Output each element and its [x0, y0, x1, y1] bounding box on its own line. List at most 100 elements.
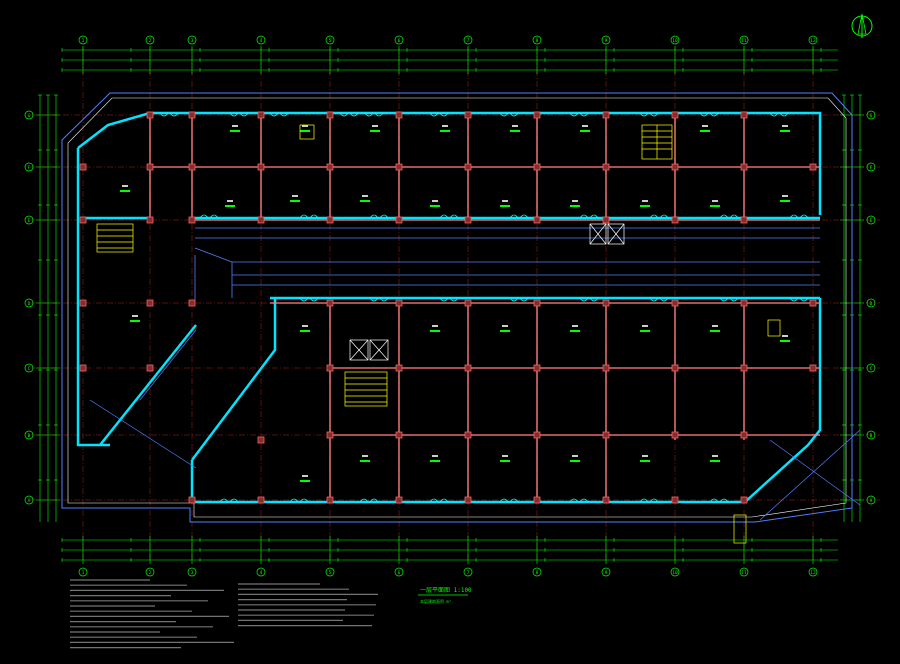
svg-text:12: 12 — [810, 570, 816, 576]
axis-bubble-row: A — [24, 495, 34, 505]
dimension-left — [36, 94, 60, 522]
axis-bubble-col: 5 — [325, 567, 335, 577]
corridor-lines — [194, 227, 820, 300]
axis-bubble-col: 3 — [187, 35, 197, 45]
elevator-1 — [349, 339, 389, 361]
svg-text:5: 5 — [329, 38, 332, 44]
svg-text:D: D — [28, 301, 31, 307]
svg-text:1: 1 — [82, 570, 85, 576]
svg-text:8: 8 — [536, 570, 539, 576]
title-subtitle: 本层建筑面积 m² — [420, 598, 451, 604]
svg-text:4: 4 — [260, 38, 263, 44]
svg-text:6: 6 — [398, 38, 401, 44]
svg-text:B: B — [28, 433, 31, 439]
svg-text:B: B — [870, 433, 873, 439]
design-notes — [70, 579, 378, 649]
dimension-top — [61, 46, 838, 74]
axis-bubble-row: B — [24, 430, 34, 440]
axis-bubble-row: D — [866, 298, 876, 308]
svg-text:C: C — [28, 366, 31, 372]
svg-text:7: 7 — [467, 38, 470, 44]
axis-bubble-col: 2 — [145, 567, 155, 577]
axis-bubble-col: 9 — [601, 567, 611, 577]
svg-text:7: 7 — [467, 570, 470, 576]
axis-bubble-col: 8 — [532, 567, 542, 577]
axis-bubble-col: 11 — [739, 35, 749, 45]
svg-text:4: 4 — [260, 570, 263, 576]
svg-text:2: 2 — [149, 570, 152, 576]
svg-text:D: D — [870, 301, 873, 307]
svg-text:12: 12 — [810, 38, 816, 44]
svg-text:3: 3 — [191, 38, 194, 44]
svg-text:6: 6 — [398, 570, 401, 576]
axis-bubble-col: 3 — [187, 567, 197, 577]
svg-text:9: 9 — [605, 38, 608, 44]
svg-text:10: 10 — [672, 570, 678, 576]
beam-lines — [149, 113, 820, 502]
north-arrow-icon — [851, 13, 873, 38]
stair-small — [299, 124, 781, 544]
axis-bubble-col: 8 — [532, 35, 542, 45]
svg-text:5: 5 — [329, 570, 332, 576]
axis-bubble-col: 1 — [78, 35, 88, 45]
svg-text:1: 1 — [82, 38, 85, 44]
svg-text:11: 11 — [741, 570, 747, 576]
axis-bubble-row: D — [24, 298, 34, 308]
axis-bubble-col: 2 — [145, 35, 155, 45]
axis-bubble-col: 12 — [808, 567, 818, 577]
svg-text:G: G — [28, 113, 31, 119]
svg-text:A: A — [870, 498, 873, 504]
svg-text:G: G — [870, 113, 873, 119]
axis-bubble-row: F — [24, 162, 34, 172]
axis-bubble-col: 7 — [463, 567, 473, 577]
stairwell-3 — [344, 371, 388, 407]
svg-text:E: E — [870, 218, 873, 224]
svg-text:3: 3 — [191, 570, 194, 576]
elevator-2 — [589, 223, 625, 245]
axis-bubble-col: 1 — [78, 567, 88, 577]
title-text: 一层平面图 1:100 — [420, 587, 472, 594]
svg-text:F: F — [28, 165, 31, 171]
axis-bubble-row: C — [24, 363, 34, 373]
axis-bubble-col: 11 — [739, 567, 749, 577]
axis-bubble-row: C — [866, 363, 876, 373]
room-tags — [120, 125, 790, 482]
axis-bubble-col: 7 — [463, 35, 473, 45]
axis-bubble-col: 12 — [808, 35, 818, 45]
axis-bubble-col: 5 — [325, 35, 335, 45]
building-outline — [61, 92, 853, 523]
svg-text:F: F — [870, 165, 873, 171]
axis-bubble-col: 9 — [601, 35, 611, 45]
svg-text:E: E — [28, 218, 31, 224]
axis-bubble-col: 6 — [394, 35, 404, 45]
axis-bubble-row: E — [866, 215, 876, 225]
axis-bubble-row: F — [866, 162, 876, 172]
axis-bubble-col: 10 — [670, 35, 680, 45]
door-swings — [159, 112, 809, 503]
svg-text:10: 10 — [672, 38, 678, 44]
svg-text:9: 9 — [605, 570, 608, 576]
exterior-walls — [76, 111, 822, 504]
drawing-title: 一层平面图 1:100 本层建筑面积 m² — [418, 587, 472, 604]
axis-bubble-row: A — [866, 495, 876, 505]
axis-bubble-col: 6 — [394, 567, 404, 577]
stairwell-1 — [96, 223, 134, 253]
axis-bubble-col: 4 — [256, 35, 266, 45]
axis-bubble-row: B — [866, 430, 876, 440]
svg-text:11: 11 — [741, 38, 747, 44]
axis-bubble-col: 10 — [670, 567, 680, 577]
stairwell-2 — [641, 124, 673, 160]
axis-bubble-col: 4 — [256, 567, 266, 577]
axis-bubble-row: G — [24, 110, 34, 120]
svg-text:C: C — [870, 366, 873, 372]
axis-bubble-row: E — [24, 215, 34, 225]
structural-columns — [79, 111, 817, 504]
svg-text:A: A — [28, 498, 31, 504]
svg-text:2: 2 — [149, 38, 152, 44]
diagonal-structure — [89, 329, 861, 521]
svg-text:8: 8 — [536, 38, 539, 44]
dimension-bottom — [61, 536, 838, 564]
axis-bubble-row: G — [866, 110, 876, 120]
